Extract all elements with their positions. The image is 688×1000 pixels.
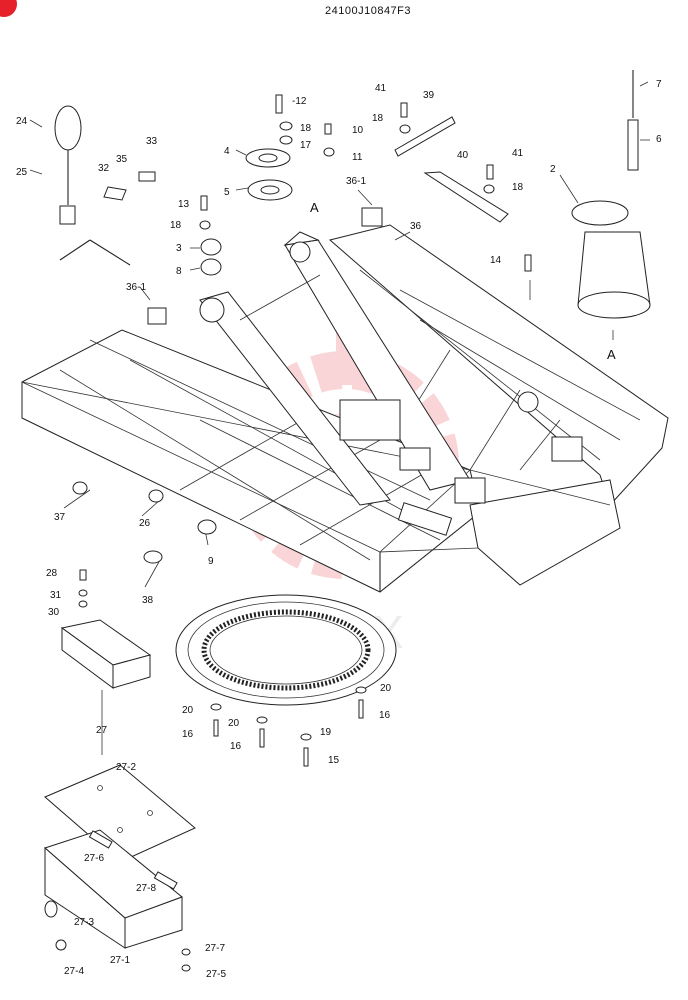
callout-label: 3: [176, 243, 182, 254]
callout-label: 25: [16, 167, 28, 178]
callout-label: 41: [512, 148, 524, 159]
callout-label: 38: [142, 595, 154, 606]
callout-label: 19: [320, 727, 332, 738]
callout-label: 5: [224, 187, 230, 198]
callout-label: 27-7: [205, 943, 225, 954]
callout-label: 7: [656, 79, 662, 90]
drawing-number: 24100J10847F3: [325, 5, 411, 17]
callout-label: 28: [46, 568, 58, 579]
callout-label: 27-6: [84, 853, 104, 864]
callout-label: 30: [48, 607, 60, 618]
callout-label: 11: [352, 152, 363, 163]
boom-pivot-arms: [199, 231, 486, 506]
callout-label: 27-2: [116, 762, 136, 773]
callout-label: 9: [208, 556, 214, 567]
callout-labels: -12 18 17 10 11 41 18 39 40 41 18 7 6 2 …: [16, 79, 662, 980]
callout-label: 39: [423, 90, 435, 101]
callout-label: 37: [54, 512, 66, 523]
callout-label: A: [310, 200, 319, 215]
callout-label: 40: [457, 150, 469, 161]
callout-label: 36-1: [126, 282, 146, 293]
cover-assembly: [44, 764, 196, 972]
callout-label: 27-3: [74, 917, 94, 928]
callout-label: 36: [410, 221, 422, 232]
callout-label: 27-4: [64, 966, 84, 977]
swing-motor: [571, 70, 651, 340]
top-small-parts: [147, 94, 532, 325]
upper-frame: [21, 224, 669, 593]
callout-label: 4: [224, 146, 230, 157]
callout-label: 27-1: [110, 955, 130, 966]
callout-label: A: [607, 347, 616, 362]
callout-label: 20: [228, 718, 240, 729]
callout-label: 27-8: [136, 883, 156, 894]
callout-label: 24: [16, 116, 28, 127]
callout-label: 36-1: [346, 176, 366, 187]
callout-label: 2: [550, 164, 556, 175]
callout-label: 8: [176, 266, 182, 277]
callout-label: 31: [50, 590, 62, 601]
callout-label: 20: [380, 683, 392, 694]
callout-label: 10: [352, 125, 364, 136]
lower-small-parts: [72, 481, 217, 608]
callout-label: 32: [98, 163, 110, 174]
callout-label: 6: [656, 134, 662, 145]
callout-label: 35: [116, 154, 128, 165]
callout-label: 15: [328, 755, 340, 766]
callout-label: 20: [182, 705, 194, 716]
callout-label: -12: [292, 96, 307, 107]
callout-label: 16: [182, 729, 194, 740]
callout-label: 27: [96, 725, 108, 736]
callout-label: 16: [379, 710, 391, 721]
left-upper-parts: [54, 105, 156, 266]
callout-label: 33: [146, 136, 158, 147]
callout-label: 41: [375, 83, 387, 94]
callout-label: 16: [230, 741, 242, 752]
callout-label: 18: [372, 113, 384, 124]
callout-label: 27-5: [206, 969, 226, 980]
callout-label: 13: [178, 199, 190, 210]
corner-badge: [0, 0, 17, 17]
callout-label: 18: [170, 220, 182, 231]
leader-lines: [29, 81, 650, 755]
callout-label: 18: [512, 182, 524, 193]
swing-bearing-ring: [175, 594, 397, 706]
pad-part-27: [60, 619, 152, 689]
callout-label: 18: [300, 123, 312, 134]
callout-label: 26: [139, 518, 151, 529]
ring-bolts: [210, 686, 367, 767]
callout-label: 14: [490, 255, 502, 266]
callout-label: 17: [300, 140, 312, 151]
